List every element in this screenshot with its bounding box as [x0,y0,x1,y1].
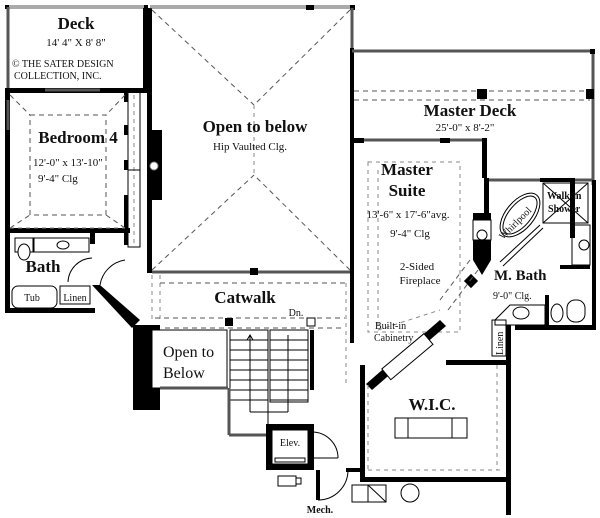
builtin-label-2: Cabinetry [374,333,413,344]
bedroom-4-label: Bedroom 4 [38,128,118,147]
master-suite-size: 13'-6" x 17'-6"avg. [367,209,450,221]
hip-vaulted-ceiling-note: Hip Vaulted Clg. [213,141,287,153]
master-bath-linen-label: Linen [495,332,506,355]
master-suite-ceiling: 9'-4" Clg [390,228,430,240]
master-suite-label-1: Master [381,160,433,179]
mech-label: Mech. [307,505,334,516]
tub-label: Tub [24,293,40,304]
master-bath-label: M. Bath [494,268,547,284]
copyright-line-2: COLLECTION, INC. [14,71,102,82]
master-deck-room [352,49,595,185]
catwalk-label: Catwalk [214,288,276,307]
wic-room [360,360,508,482]
stairs-down-label: Dn. [289,308,304,319]
master-deck-size: 25'-0" x 8'-2" [436,122,495,134]
pillar-icon [149,161,159,171]
open-to-below-label: Open to below [203,117,309,136]
bath-room [5,232,140,328]
master-suite-room [366,161,492,390]
open-below-small-label-2: Below [163,365,205,382]
master-deck-label: Master Deck [424,101,517,120]
fireplace-label-1: 2-Sided [400,261,435,273]
master-bath-ceiling: 9'-0" Clg. [493,291,532,302]
walkin-shower-label-1: Walk-in [547,191,582,202]
deck-room [5,5,148,93]
walkin-shower-label-2: Shower [548,204,581,215]
open-below-small-label-1: Open to [163,344,214,361]
copyright-line-1: © THE SATER DESIGN [12,59,114,70]
bedroom-4-ceiling: 9'-4" Clg [38,173,78,185]
bedroom-4-room [5,91,141,248]
master-suite-label-2: Suite [389,181,426,200]
deck-label: Deck [58,14,95,33]
open-to-below-area [150,5,355,343]
wic-label: W.I.C. [408,395,455,414]
deck-size: 14' 4" X 8' 8" [46,37,105,49]
elevator-mech [266,424,420,503]
master-bath-room [484,178,596,515]
bath-label: Bath [26,257,62,276]
bedroom-4-size: 12'-0" x 13'-10" [33,157,103,169]
bath-linen-label: Linen [63,293,86,304]
fireplace-label-2: Fireplace [400,275,441,287]
catwalk-area [151,275,347,385]
elevator-label: Elev. [280,438,300,449]
builtin-label-1: Built-in [375,321,406,332]
stairs [133,325,314,437]
